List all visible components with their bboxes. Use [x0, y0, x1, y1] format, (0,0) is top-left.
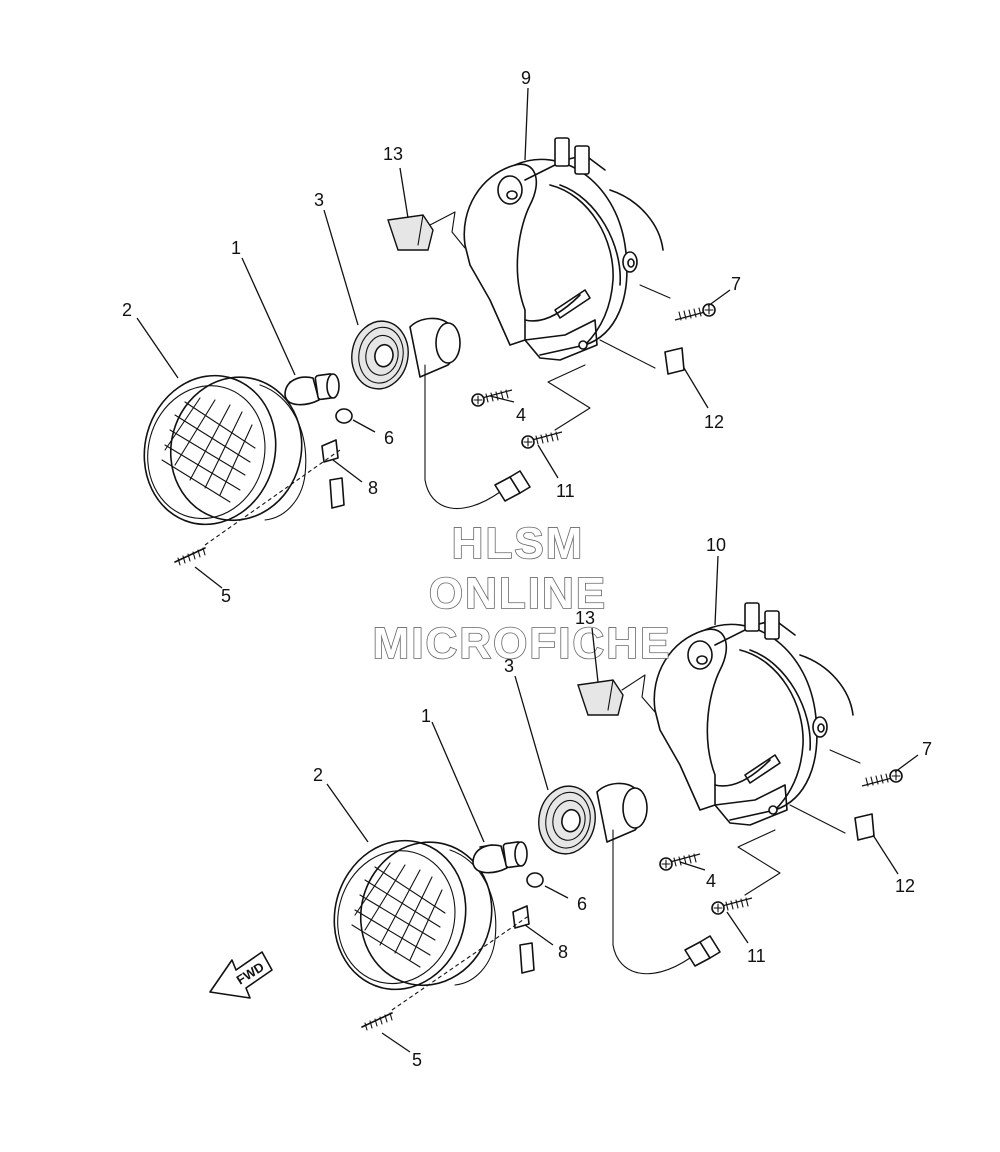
- callout-12-lower: 12: [895, 876, 915, 896]
- rubber-cap-13: [387, 214, 434, 251]
- upper-callouts: 9 13 3 1 2 6 8 5 4 11 12 7: [122, 68, 741, 606]
- screw-7: [674, 303, 716, 321]
- callout-10: 10: [706, 535, 726, 555]
- callout-1-lower: 1: [421, 706, 431, 726]
- callout-9: 9: [521, 68, 531, 88]
- socket-wire: [424, 364, 501, 509]
- callout-3: 3: [314, 190, 324, 210]
- bolt-5-lower: [361, 1012, 393, 1031]
- watermark-line1: HLSM: [452, 519, 585, 568]
- callout-12: 12: [704, 412, 724, 432]
- screw7-leader-lower: [829, 749, 861, 764]
- screw-7-lower: [861, 769, 903, 787]
- callout-13: 13: [383, 144, 403, 164]
- fwd-arrow: FWD: [209, 951, 273, 999]
- screw-4: [471, 389, 513, 407]
- lower-callouts: 10 13 3 1 2 6 8 5 4 11 12 7: [313, 535, 932, 1070]
- clip12-leader: [599, 339, 656, 369]
- clip-nut-8-lower: [512, 905, 530, 929]
- bulb-socket-3: [345, 315, 461, 395]
- screw-11-lower: [711, 897, 753, 915]
- callout-7-lower: 7: [922, 739, 932, 759]
- lower-headlight-assembly: [317, 602, 903, 1031]
- callout-4: 4: [516, 405, 526, 425]
- callout-5: 5: [221, 586, 231, 606]
- callout-11-lower: 11: [747, 946, 766, 966]
- screw-11: [521, 431, 563, 449]
- callout-2-lower: 2: [313, 765, 323, 785]
- socket-wire-lower: [612, 829, 691, 975]
- callout-7: 7: [731, 274, 741, 294]
- callout-8: 8: [368, 478, 378, 498]
- screw7-leader: [639, 284, 671, 299]
- upper-headlight-assembly: [127, 137, 716, 566]
- bolt-dash-line: [204, 449, 341, 546]
- bulb-socket-3-lower: [532, 780, 648, 860]
- clip12-leader-lower: [789, 804, 846, 834]
- callout-13-lower: 13: [575, 608, 595, 628]
- watermark-line3: MICROFICHE: [373, 619, 672, 668]
- wire-connector-lower: [684, 935, 721, 967]
- callout-8-lower: 8: [558, 942, 568, 962]
- callout-11: 11: [556, 481, 575, 501]
- watermark-line2: ONLINE: [429, 569, 607, 618]
- callout-4-lower: 4: [706, 871, 716, 891]
- watermark: HLSM ONLINE MICROFICHE: [372, 518, 672, 669]
- bolt-5: [174, 547, 206, 566]
- rubber-cap-13-lower: [577, 679, 624, 716]
- nut-6: [335, 408, 353, 424]
- screw11-leader-lower: [737, 829, 781, 896]
- wire-connector: [494, 470, 531, 502]
- clip-12: [664, 347, 685, 375]
- headlight-housing-10: [653, 602, 854, 826]
- rubber-leader-line: [429, 211, 466, 249]
- rubber-leader-line-lower: [621, 674, 656, 713]
- screw11-leader: [547, 364, 591, 431]
- callout-6-lower: 6: [577, 894, 587, 914]
- callout-1: 1: [231, 238, 241, 258]
- callout-3-lower: 3: [504, 656, 514, 676]
- bulb-1: [284, 372, 340, 406]
- nut-6-lower: [526, 872, 544, 888]
- clip-nut-8: [321, 439, 339, 463]
- callout-6: 6: [384, 428, 394, 448]
- callout-5-lower: 5: [412, 1050, 422, 1070]
- clip-12-lower: [854, 813, 875, 841]
- callout-2: 2: [122, 300, 132, 320]
- headlight-housing-9: [463, 137, 664, 361]
